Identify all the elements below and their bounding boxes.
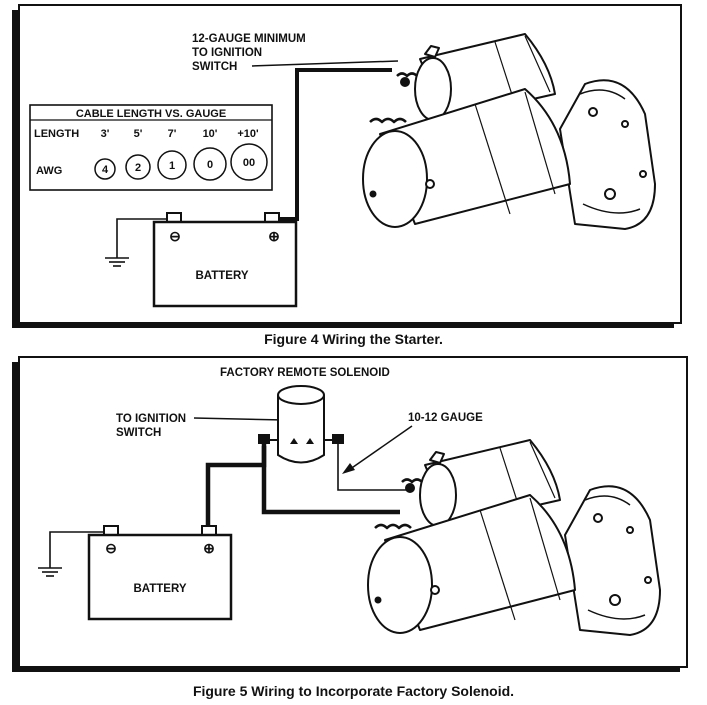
figure5-battery: ⊖ ⊕ BATTERY [87, 525, 233, 621]
figure5-ground-icon [37, 567, 63, 577]
length-10ft: 10' [203, 128, 218, 140]
figure5-solenoid-to-starter-cable [261, 446, 400, 515]
gauge-label-leader [345, 425, 413, 473]
length-3ft: 3' [101, 128, 110, 140]
figure5-battery-label: BATTERY [133, 583, 186, 595]
figure4-caption: Figure 4 Wiring the Starter. [264, 331, 443, 347]
gauge-arrow-icon [342, 463, 355, 474]
figure4-ground-icon [104, 257, 130, 267]
ignition-label-leader [193, 417, 286, 421]
ignition-wire-leader [251, 60, 399, 67]
cable-gauge-table: CABLE LENGTH VS. GAUGE LENGTH AWG 3' 5' … [29, 104, 273, 191]
ignition-wire-label-line3: SWITCH [192, 61, 237, 73]
awg-0: 0 [207, 159, 213, 171]
figure5-battery-negative-icon: ⊖ [105, 540, 117, 556]
figure4-battery-negative-icon: ⊖ [169, 228, 181, 244]
figure5-battery-to-solenoid-cable [205, 444, 267, 528]
figure5-caption: Figure 5 Wiring to Incorporate Factory S… [192, 683, 515, 699]
awg-4: 4 [102, 164, 109, 176]
ignition-label-line2: SWITCH [116, 427, 161, 439]
length-7ft: 7' [168, 128, 177, 140]
figure4-starter-motor [361, 32, 657, 231]
figure4-battery-label: BATTERY [195, 270, 248, 282]
figure4-battery: ⊖ ⊕ BATTERY [152, 212, 298, 308]
table-awg-label: AWG [36, 165, 62, 177]
ignition-wire-label-line1: 12-GAUGE MINIMUM [192, 33, 306, 45]
ignition-wire-label-line2: TO IGNITION [192, 47, 262, 59]
gauge-label: 10-12 GAUGE [408, 412, 483, 424]
ignition-label-line1: TO IGNITION [116, 413, 186, 425]
figure4-ground-wire [116, 218, 172, 258]
awg-1: 1 [169, 160, 175, 172]
length-over-10ft: +10' [237, 128, 259, 140]
figure4-battery-positive-icon: ⊕ [268, 228, 280, 244]
figure5-starter-motor [366, 438, 662, 637]
figure5-trigger-wire [337, 444, 407, 491]
figure5-battery-positive-icon: ⊕ [203, 540, 215, 556]
remote-solenoid [258, 385, 344, 464]
solenoid-label: FACTORY REMOTE SOLENOID [220, 367, 390, 379]
table-title: CABLE LENGTH VS. GAUGE [76, 108, 226, 120]
figure4-battery-cable [272, 68, 392, 221]
table-length-label: LENGTH [34, 128, 79, 140]
awg-2: 2 [135, 162, 141, 174]
figure5-ground-wire [49, 531, 110, 568]
length-5ft: 5' [134, 128, 143, 140]
awg-00: 00 [243, 157, 255, 169]
